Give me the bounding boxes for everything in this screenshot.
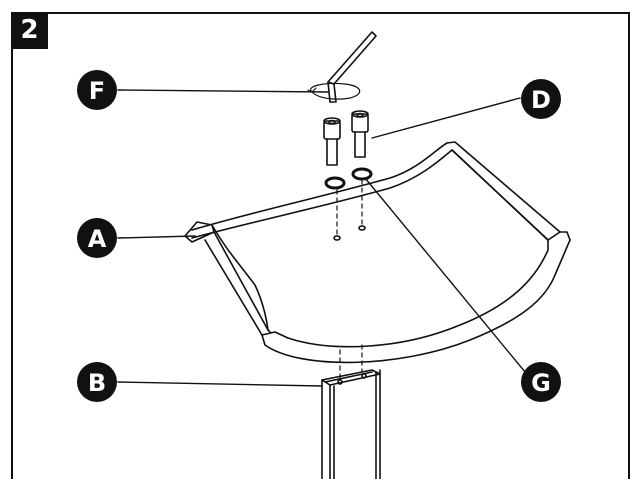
callout-label: B [88, 369, 106, 397]
callout-A: A [77, 218, 117, 258]
callout-G: G [521, 362, 561, 402]
step-number-badge: 2 [11, 12, 48, 49]
hex-key-part [307, 31, 377, 103]
diagram-frame [11, 12, 630, 479]
callout-F: F [77, 70, 117, 110]
callout-B: B [77, 362, 117, 402]
callout-leaders [117, 89, 531, 387]
callout-D: D [521, 79, 561, 119]
callout-label: F [89, 77, 105, 105]
column-part [321, 369, 381, 479]
callout-label: A [88, 225, 107, 253]
washers-part [324, 167, 373, 190]
top-plate-part [184, 141, 571, 364]
bolts-part [323, 110, 369, 166]
alignment-lines [336, 179, 363, 379]
callout-label: D [531, 86, 551, 114]
callout-label: G [531, 369, 551, 397]
